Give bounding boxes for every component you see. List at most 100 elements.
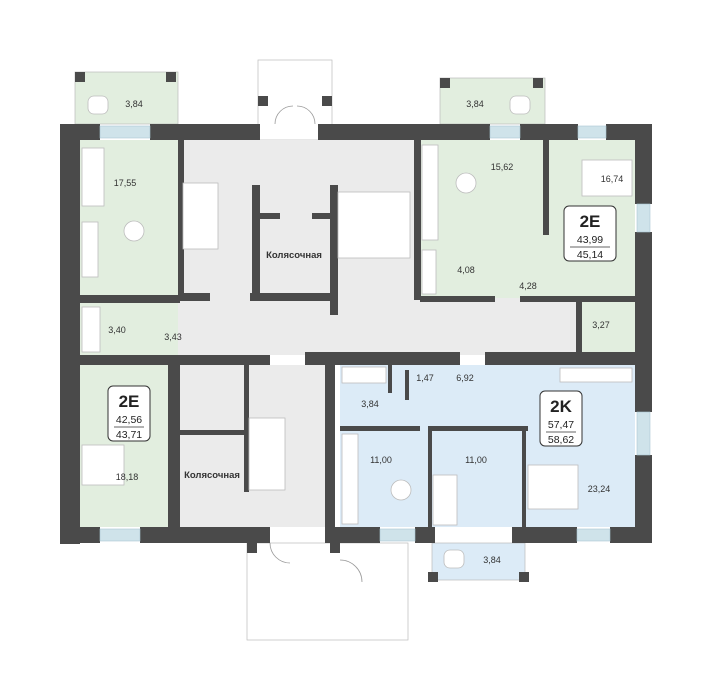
window	[379, 528, 416, 542]
window	[99, 528, 141, 542]
wall	[258, 96, 268, 106]
dining-table	[123, 220, 145, 242]
room-area: 3,43	[164, 332, 182, 342]
windows	[99, 125, 651, 542]
wall	[150, 124, 260, 140]
window	[636, 411, 651, 456]
wall	[75, 72, 85, 82]
wall	[305, 352, 460, 365]
wall	[325, 355, 335, 530]
room-area: 3,84	[361, 399, 379, 409]
room-area: 4,08	[457, 265, 475, 275]
wall	[635, 455, 652, 543]
window	[99, 125, 151, 139]
room-area: 3,84	[125, 99, 143, 109]
room-area: 23,24	[588, 484, 611, 494]
wall	[533, 78, 543, 88]
wall	[60, 527, 100, 543]
wall	[415, 527, 435, 543]
wall	[418, 124, 490, 140]
window	[636, 203, 651, 233]
bed	[432, 474, 458, 526]
wall	[340, 426, 420, 431]
room-area: 18,18	[116, 472, 139, 482]
wall	[180, 430, 248, 435]
bathtub	[341, 366, 387, 384]
wall	[420, 296, 495, 302]
stairs	[337, 191, 411, 259]
wall	[322, 96, 332, 106]
wall	[576, 298, 582, 355]
room-area: 3,27	[592, 320, 610, 330]
room-area: 1,47	[416, 373, 434, 383]
room-area: 17,55	[114, 178, 137, 188]
area-total: 45,14	[577, 249, 603, 261]
room-area: 15,62	[491, 162, 514, 172]
sofa	[81, 147, 105, 207]
dining-table	[390, 479, 412, 501]
window	[577, 125, 607, 139]
bottom-entrance	[246, 542, 409, 641]
wall	[252, 213, 280, 219]
wall	[428, 426, 432, 527]
room-area: 4,28	[519, 281, 537, 291]
bed	[81, 444, 125, 486]
walls	[60, 72, 652, 582]
room-area: 3,84	[483, 555, 501, 565]
stairs	[182, 182, 219, 250]
wall	[247, 543, 257, 553]
bed	[527, 464, 579, 510]
kitchen-counter	[81, 221, 99, 278]
room-floor	[340, 365, 635, 527]
area-living: 43,99	[577, 234, 603, 246]
wall	[318, 124, 440, 140]
window	[576, 528, 611, 542]
wall	[180, 293, 210, 301]
wall	[520, 124, 578, 140]
room-area: 16,74	[601, 174, 624, 184]
bed	[581, 159, 633, 197]
wall	[428, 426, 528, 431]
wall	[178, 140, 184, 300]
room-area: 6,92	[456, 373, 474, 383]
apartment-type: 2E	[119, 392, 140, 411]
armchair	[443, 549, 465, 569]
wall	[80, 295, 180, 303]
bathtub	[421, 249, 437, 295]
wall	[252, 185, 260, 300]
armchair	[87, 95, 109, 115]
wall	[140, 527, 270, 543]
kitchen-counter	[341, 433, 359, 525]
wall	[512, 527, 577, 543]
kitchen-counter	[421, 144, 439, 241]
stroller-room-label: Колясочная	[266, 250, 322, 261]
armchair	[509, 95, 531, 115]
wall	[635, 124, 652, 204]
wall	[168, 355, 180, 527]
stroller-room-label: Колясочная	[184, 470, 240, 481]
wardrobe	[559, 367, 633, 383]
area-living: 57,47	[548, 419, 574, 431]
window	[489, 125, 521, 139]
dining-table	[455, 172, 477, 194]
wall	[610, 527, 652, 543]
stairs	[248, 417, 286, 491]
outside-areas	[74, 59, 546, 641]
bathtub	[81, 306, 101, 353]
wall	[635, 232, 652, 412]
wall	[312, 213, 336, 219]
wall	[388, 365, 392, 393]
wall	[414, 140, 421, 300]
wall	[60, 124, 80, 544]
wall	[250, 293, 335, 301]
wall	[166, 72, 176, 82]
room-floor	[580, 298, 635, 355]
wall	[244, 365, 249, 492]
wall	[330, 543, 340, 553]
wall	[200, 355, 270, 365]
wall	[428, 572, 438, 582]
